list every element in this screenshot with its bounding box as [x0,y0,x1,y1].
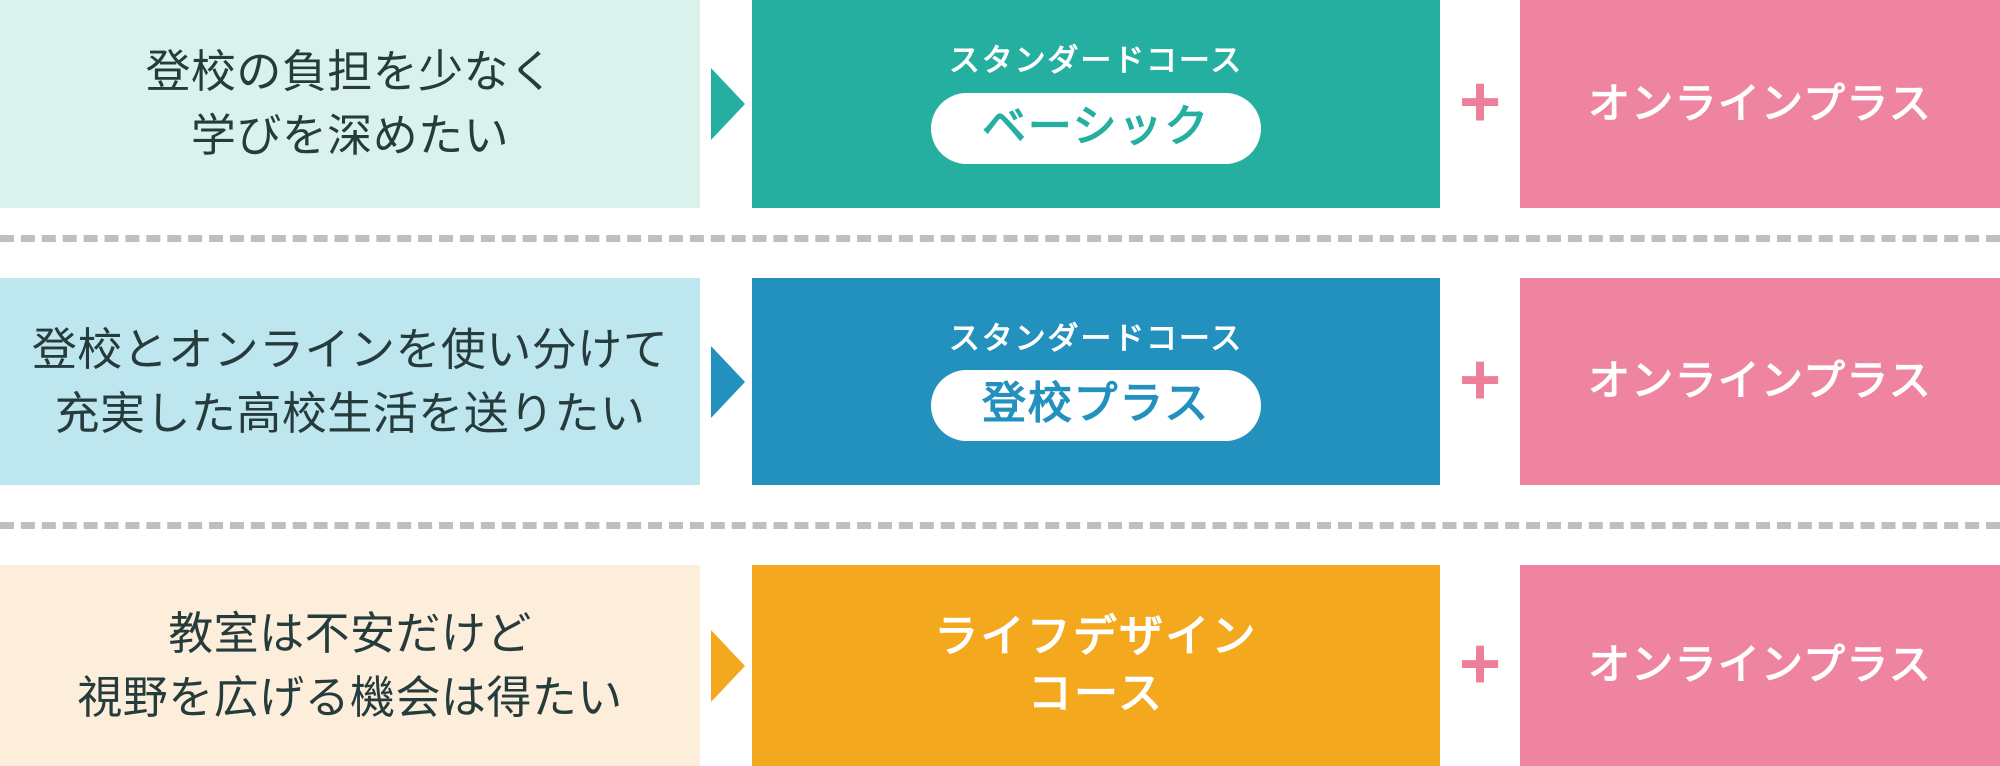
course-block-standard-touko[interactable]: スタンダードコース 登校プラス [752,278,1440,485]
row-separator-1 [0,235,2000,242]
online-plus-label-1: オンラインプラス [1588,79,1932,127]
arrow-gap-1 [700,0,752,208]
arrow-right-icon [711,629,745,702]
course-row-touko-plus: 登校とオンラインを使い分けて 充実した高校生活を送りたい スタンダードコース 登… [0,278,2000,485]
plus-icon: + [1458,62,1502,142]
course-plain-label-3b: コース [1027,668,1165,718]
online-plus-block-1[interactable]: オンラインプラス [1520,0,2000,208]
arrow-gap-3 [700,565,752,766]
course-plain-label-3a: ライフデザイン [934,612,1258,662]
course-block-standard-basic[interactable]: スタンダードコース ベーシック [752,0,1440,208]
plus-gap-1: + [1440,0,1520,208]
course-row-basic: 登校の負担を少なく 学びを深めたい スタンダードコース ベーシック + オンライ… [0,0,2000,208]
online-plus-label-2: オンラインプラス [1588,357,1932,405]
need-line-2a: 登校とオンラインを使い分けて [31,323,669,375]
need-line-1a: 登校の負担を少なく [145,46,555,98]
online-plus-label-3: オンラインプラス [1588,641,1932,689]
need-panel-1: 登校の負担を少なく 学びを深めたい [0,0,700,208]
course-block-life-design[interactable]: ライフデザイン コース [752,565,1440,766]
course-pill-label-1: ベーシック [982,101,1210,151]
need-panel-3: 教室は不安だけど 視野を広げる機会は得たい [0,565,700,766]
need-line-2b: 充実した高校生活を送りたい [54,387,646,439]
arrow-gap-2 [700,278,752,485]
need-line-3a: 教室は不安だけど [168,607,532,659]
need-line-1b: 学びを深めたい [190,110,510,161]
plus-icon: + [1458,339,1502,420]
plus-gap-3: + [1440,565,1520,766]
need-line-3b: 視野を広げる機会は得たい [77,671,623,723]
online-plus-block-2[interactable]: オンラインプラス [1520,278,2000,485]
plus-gap-2: + [1440,278,1520,485]
arrow-right-icon [711,68,745,140]
row-separator-2 [0,522,2000,529]
online-plus-block-3[interactable]: オンラインプラス [1520,565,2000,766]
need-panel-2: 登校とオンラインを使い分けて 充実した高校生活を送りたい [0,278,700,485]
course-pill-label-2: 登校プラス [982,379,1210,429]
course-row-life-design: 教室は不安だけど 視野を広げる機会は得たい ライフデザイン コース + オンライ… [0,565,2000,766]
course-kicker-1: スタンダードコース [948,43,1244,79]
plus-icon: + [1458,623,1502,704]
course-pill-2: 登校プラス [931,370,1261,442]
course-pill-1: ベーシック [931,92,1261,164]
course-kicker-2: スタンダードコース [948,320,1244,356]
arrow-right-icon [711,345,745,418]
